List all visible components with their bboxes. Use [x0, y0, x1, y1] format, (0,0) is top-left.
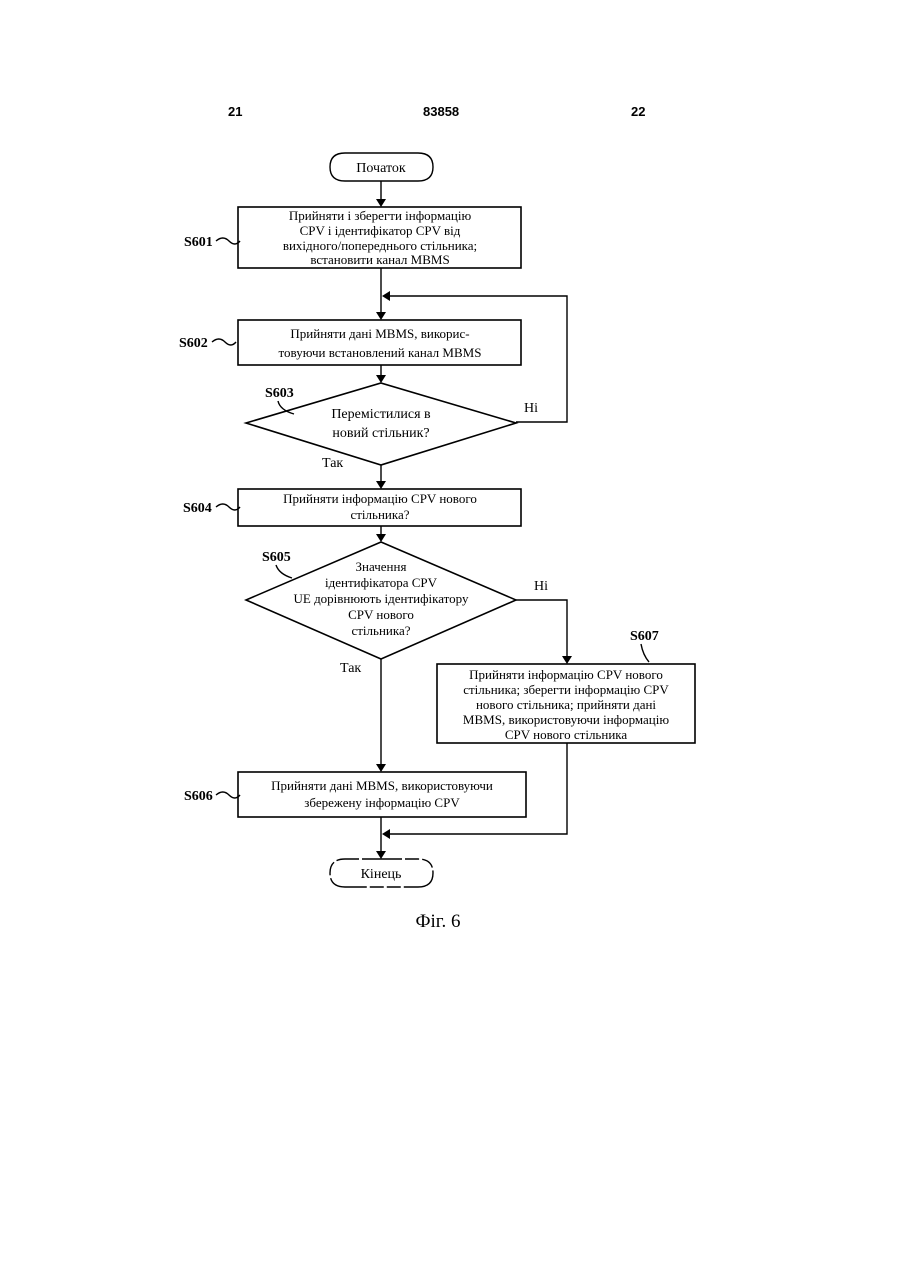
- s601-line-3: вихідного/попереднього стільника;: [283, 238, 477, 253]
- s605-line-4: CPV нового: [348, 607, 414, 622]
- s604-line-2: стільника?: [350, 507, 409, 522]
- start-terminal: Початок: [330, 153, 433, 181]
- s601-line-4: встановити канал MBMS: [310, 252, 449, 267]
- s603-yes-label: Так: [322, 456, 343, 471]
- step-s604: Прийняти інформацію CPV нового стільника…: [238, 489, 521, 526]
- s607-line-3: нового стільника; прийняти дані: [476, 697, 656, 712]
- s605-yes-label: Так: [340, 661, 361, 676]
- s602-line-2: товуючи встановлений канал MBMS: [279, 345, 482, 360]
- s603-step-label: S603: [265, 386, 294, 401]
- s603-no-label: Ні: [524, 401, 538, 416]
- step-s607: Прийняти інформацію CPV нового стільника…: [437, 664, 695, 743]
- start-label: Початок: [356, 161, 406, 176]
- s606-line-1: Прийняти дані MBMS, використовуючи: [271, 778, 493, 793]
- s601-line-2: CPV і ідентифікатор CPV від: [300, 223, 461, 238]
- step-s606: Прийняти дані MBMS, використовуючи збере…: [238, 772, 526, 817]
- s603-line-2: новий стільник?: [332, 426, 429, 441]
- s607-line-1: Прийняти інформацію CPV нового: [469, 667, 663, 682]
- s606-line-2: збережену інформацію CPV: [304, 795, 460, 810]
- figure-caption: Фіг. 6: [416, 911, 461, 932]
- s605-line-5: стільника?: [351, 623, 410, 638]
- s607-line-5: CPV нового стільника: [505, 727, 628, 742]
- s603-line-1: Перемістилися в: [331, 407, 431, 422]
- s602-step-label: S602: [179, 336, 208, 351]
- s605-step-label: S605: [262, 550, 291, 565]
- s607-line-2: стільника; зберегти інформацію CPV: [463, 682, 669, 697]
- end-label: Кінець: [361, 867, 402, 882]
- end-terminal: Кінець: [330, 859, 433, 887]
- s605-line-1: Значення: [356, 559, 407, 574]
- s604-line-1: Прийняти інформацію CPV нового: [283, 491, 477, 506]
- step-s601: Прийняти і зберегти інформацію CPV і іде…: [238, 207, 521, 268]
- s607-line-4: MBMS, використовуючи інформацію: [463, 712, 669, 727]
- s605-no-label: Ні: [534, 579, 548, 594]
- s604-step-label: S604: [183, 501, 212, 516]
- s605-line-2: ідентифікатора CPV: [325, 575, 438, 590]
- s606-step-label: S606: [184, 789, 213, 804]
- s607-step-label: S607: [630, 629, 659, 644]
- s605-line-3: UE дорівнюють ідентифікатору: [293, 591, 469, 606]
- step-s602: Прийняти дані MBMS, викорис- товуючи вст…: [238, 320, 521, 365]
- s601-line-1: Прийняти і зберегти інформацію: [289, 208, 472, 223]
- s602-line-1: Прийняти дані MBMS, викорис-: [290, 326, 469, 341]
- s601-step-label: S601: [184, 235, 213, 250]
